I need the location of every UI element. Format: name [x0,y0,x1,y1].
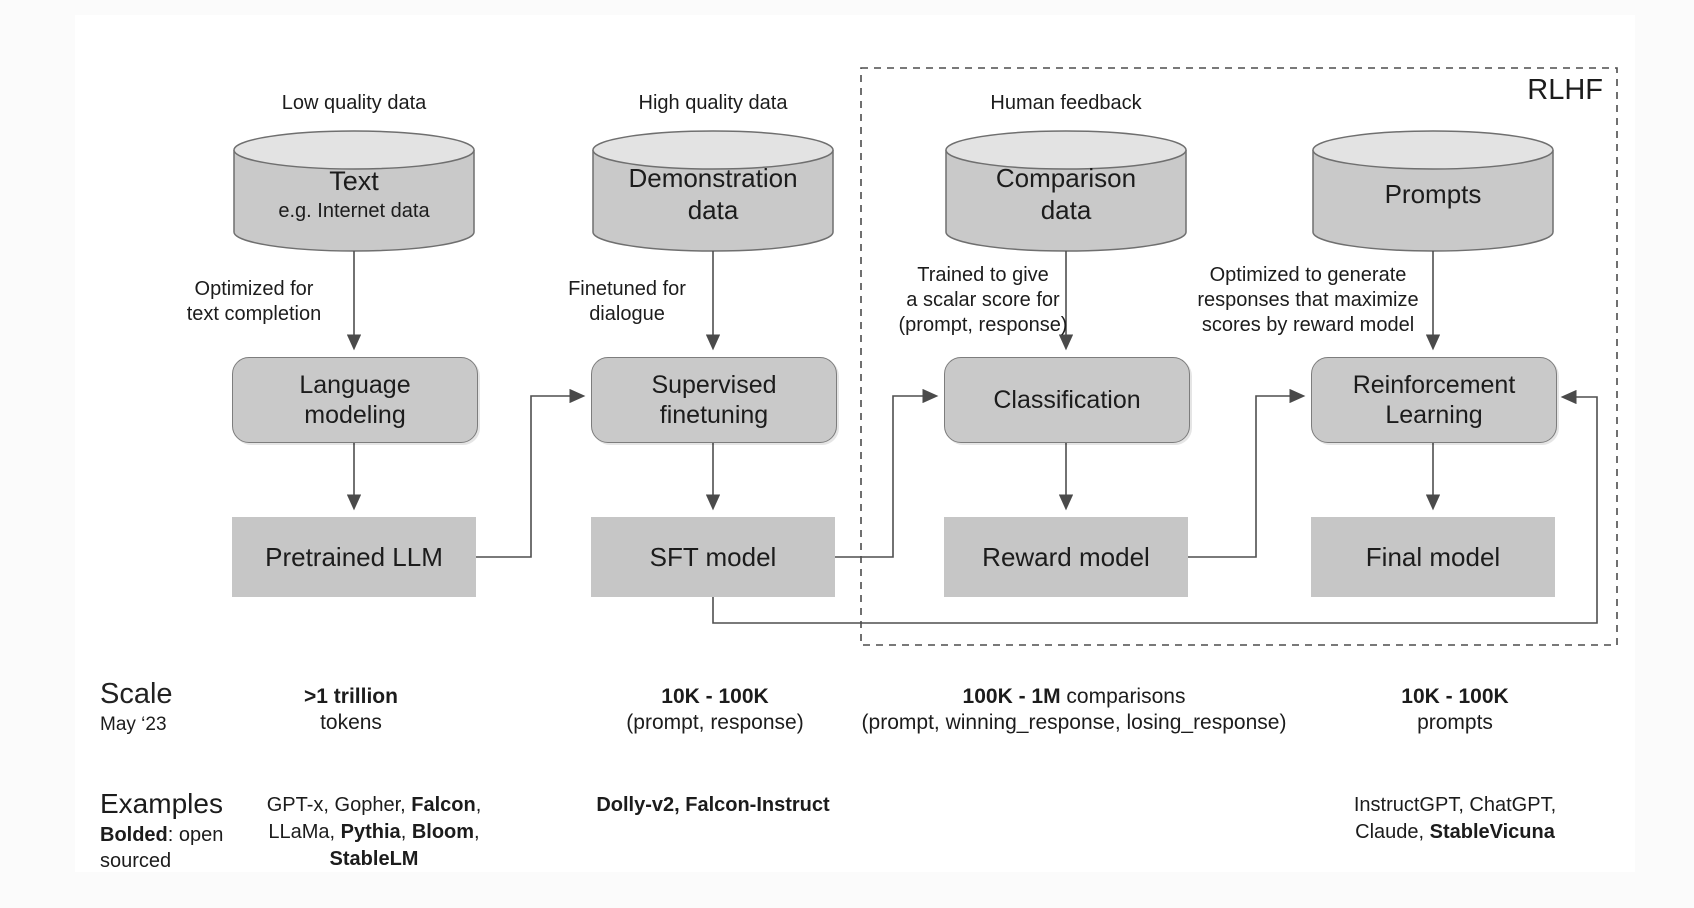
col3-arrow-note: Trained to give a scalar score for (prom… [898,264,1068,336]
examples-line: Claude, StableVicuna [1355,821,1555,843]
sft-model-box: SFT model [591,517,835,597]
col4-cylinder-title: Prompts [1384,179,1482,209]
col1-scale-value: >1 trillion [304,685,398,708]
examples-row-note: Bolded: open [100,824,224,846]
final-model-box: Final model [1311,517,1555,597]
col4-scale: 10K - 100K prompts [1255,684,1655,736]
col4-arrow-note: Optimized to generate responses that max… [1197,264,1419,336]
pretrained-llm-box: Pretrained LLM [232,517,476,597]
rlhf-box-label: RLHF [1527,74,1603,106]
examples-line: GPT-x, Gopher, Falcon, [266,794,482,816]
col3-scale-unit: (prompt, winning_response, losing_respon… [861,711,1287,734]
examples-line: LLaMa, Pythia, Bloom, [268,821,480,843]
cylinder-to-process-arrows [346,251,1441,351]
examples-row-note2: sourced [100,850,172,872]
col2-cylinder-title: Demonstration data [628,163,798,225]
reinforcement-learning-box: Reinforcement Learning [1311,357,1557,443]
col1-arrow-note: Optimized for text completion [186,278,322,325]
col2-scale-value: 10K - 100K [661,685,769,708]
col3-scale: 100K - 1M comparisons (prompt, winning_r… [814,684,1334,736]
col2-top-label: High quality data [638,92,788,114]
col4-examples: InstructGPT, ChatGPT, Claude, StableVicu… [1255,792,1655,846]
cylinder-comparison-data [945,130,1187,252]
col1-examples: GPT-x, Gopher, Falcon, LLaMa, Pythia, Bl… [174,792,574,873]
col1-cylinder-subtitle: e.g. Internet data [278,200,430,222]
cylinder-text [233,130,475,252]
process-to-output-arrows [346,442,1441,511]
col2-scale-unit: (prompt, response) [626,711,804,734]
scale-row-date: May ‘23 [100,714,167,735]
col4-cylinder-text: Prompts [1293,148,1573,240]
col3-top-label: Human feedback [990,92,1142,114]
col2-scale: 10K - 100K (prompt, response) [515,684,915,736]
scale-row-title: Scale [100,678,173,710]
supervised-finetuning-box: Supervised finetuning [591,357,837,443]
examples-line: StableLM [329,848,419,870]
rlhf-dashed-box [860,67,1618,646]
reward-model-box: Reward model [944,517,1188,597]
col4-scale-value: 10K - 100K [1401,685,1509,708]
cylinder-demonstration-data [592,130,834,252]
examples-line: InstructGPT, ChatGPT, [1353,794,1557,816]
col4-scale-unit: prompts [1417,711,1493,734]
col3-cylinder-text: Comparison data [926,148,1206,240]
examples-row-title: Examples [100,788,223,819]
col2-cylinder-text: Demonstration data [573,148,853,240]
col1-scale: >1 trillion tokens [151,684,551,736]
arrow-reward-to-rl [1186,388,1306,558]
col3-scale-value: 100K - 1M comparisons [962,685,1186,708]
classification-box: Classification [944,357,1190,443]
col1-top-label: Low quality data [281,92,427,114]
col3-cylinder-title: Comparison data [995,163,1137,225]
arrow-sft-to-rl-feedback-loop [712,389,1598,624]
col1-cylinder-text: Text e.g. Internet data [214,148,494,240]
col2-examples: Dolly-v2, Falcon-Instruct [513,792,913,819]
arrow-sft-to-classification [833,388,939,558]
col1-cylinder-title: Text [329,166,379,196]
language-modeling-box: Language modeling [232,357,478,443]
examples-line: Dolly-v2, Falcon-Instruct [596,794,830,816]
col1-scale-unit: tokens [320,711,382,734]
arrow-pretrained-to-sft [474,388,586,558]
col2-arrow-note: Finetuned for dialogue [568,278,686,325]
